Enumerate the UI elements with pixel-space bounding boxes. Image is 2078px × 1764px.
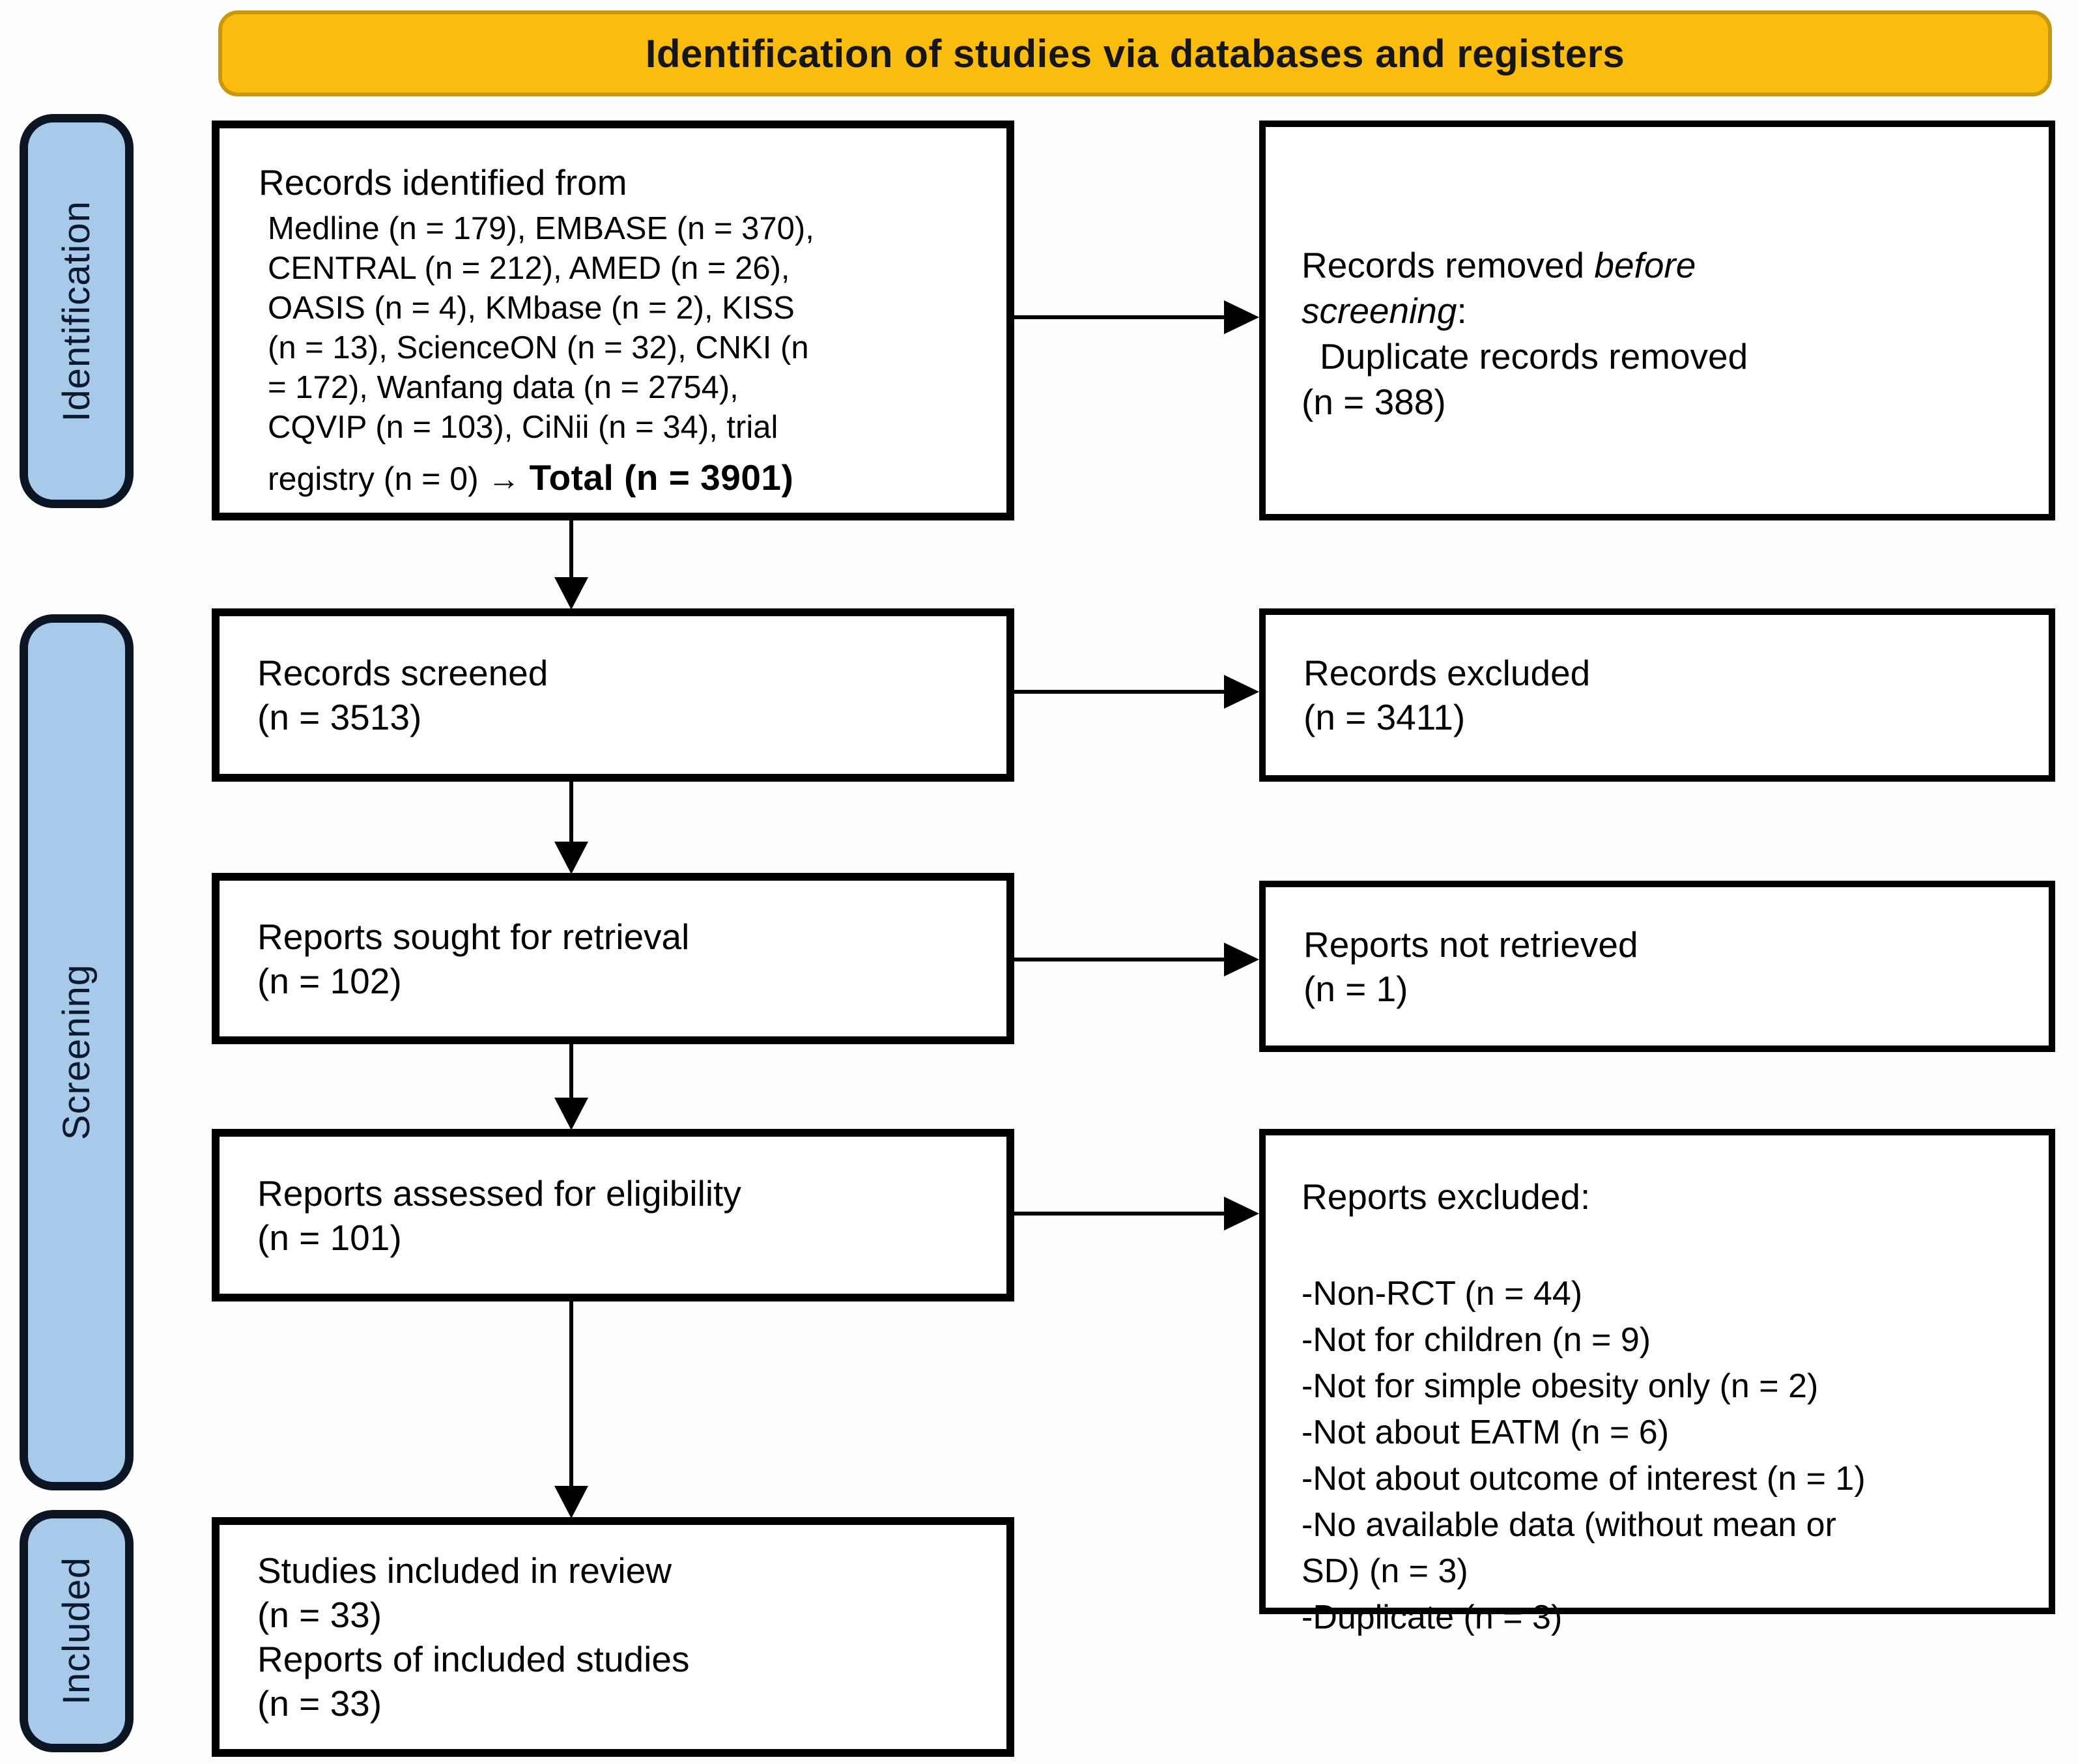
source-line: = 172), Wanfang data (n = 2754),	[268, 370, 739, 405]
arrow-head-down-icon	[554, 577, 588, 610]
total-prefix: registry (n = 0) →	[268, 461, 530, 497]
exclusion-reason-wrap: SD) (n = 3)	[1302, 1552, 1468, 1590]
exclusion-reason: -Non-RCT (n = 44)	[1302, 1275, 1583, 1313]
arrow-shaft	[1014, 958, 1229, 961]
stage-identification: Identification	[20, 114, 134, 508]
arrow-shaft	[1014, 315, 1229, 319]
source-line: (n = 13), ScienceON (n = 32), CNKI (n	[268, 330, 809, 365]
source-line: CENTRAL (n = 212), AMED (n = 26),	[268, 251, 790, 286]
box-records-removed-label-line2: screening:	[1302, 288, 2029, 334]
box-studies-included-label1: Studies included in review	[257, 1550, 672, 1591]
box-reports-not-retrieved-count: (n = 1)	[1303, 968, 1408, 1009]
box-records-removed: Records removed before screening: Duplic…	[1259, 121, 2055, 520]
arrow-head-right-icon	[1224, 1197, 1259, 1231]
box-studies-included-count1: (n = 33)	[257, 1595, 382, 1635]
removed-prefix: Records removed	[1302, 245, 1595, 285]
box-records-screened-count: (n = 3513)	[257, 697, 422, 737]
source-line: CQVIP (n = 103), CiNii (n = 34), trial	[268, 410, 778, 445]
header-banner: Identification of studies via databases …	[218, 10, 2052, 96]
box-reports-assessed-count: (n = 101)	[257, 1217, 402, 1258]
removed-italic1: before	[1594, 245, 1696, 285]
box-reports-not-retrieved-label: Reports not retrieved	[1303, 924, 1638, 965]
source-line: Medline (n = 179), EMBASE (n = 370),	[268, 211, 814, 246]
stage-identification-label: Identification	[55, 200, 98, 422]
box-records-screened-label: Records screened	[257, 653, 548, 693]
box-records-removed-count: (n = 388)	[1302, 382, 1446, 422]
arrow-head-right-icon	[1224, 300, 1259, 334]
arrow-shaft	[569, 782, 573, 844]
exclusion-reason: -Not for children (n = 9)	[1302, 1321, 1651, 1359]
arrow-head-right-icon	[1224, 943, 1259, 976]
arrow-shaft	[569, 1302, 573, 1488]
box-studies-included: Studies included in review (n = 33) Repo…	[212, 1517, 1014, 1757]
box-records-removed-label-line1: Records removed before	[1302, 242, 2029, 288]
box-reports-sought-label: Reports sought for retrieval	[257, 916, 690, 957]
exclusion-reason: -Duplicate (n = 3)	[1302, 1599, 1563, 1636]
box-records-identified-sources: Medline (n = 179), EMBASE (n = 370), CEN…	[259, 209, 997, 499]
removed-italic2: screening	[1302, 291, 1457, 331]
arrow-shaft	[1014, 1212, 1229, 1216]
box-reports-excluded-reasons: -Non-RCT (n = 44) -Not for children (n =…	[1302, 1271, 2023, 1641]
arrow-head-down-icon	[554, 1486, 588, 1518]
box-records-identified-title: Records identified from	[259, 162, 627, 203]
box-studies-included-label2: Reports of included studies	[257, 1639, 690, 1679]
stage-included: Included	[20, 1510, 134, 1752]
arrow-head-right-icon	[1224, 675, 1259, 709]
box-records-identified: Records identified from Medline (n = 179…	[212, 121, 1014, 520]
stage-screening-label: Screening	[55, 964, 98, 1141]
exclusion-reason: -Not for simple obesity only (n = 2)	[1302, 1367, 1819, 1405]
box-records-excluded-count: (n = 3411)	[1303, 697, 1466, 737]
box-studies-included-count2: (n = 33)	[257, 1683, 382, 1724]
source-line-total: registry (n = 0) → Total (n = 3901)	[268, 458, 997, 499]
box-records-screened: Records screened (n = 3513)	[212, 608, 1014, 782]
box-records-excluded-label: Records excluded	[1303, 653, 1591, 693]
box-reports-sought-count: (n = 102)	[257, 960, 402, 1001]
arrow-shaft	[1014, 690, 1229, 694]
box-reports-not-retrieved: Reports not retrieved (n = 1)	[1259, 881, 2055, 1052]
exclusion-reason: -Not about EATM (n = 6)	[1302, 1414, 1670, 1451]
arrow-shaft	[569, 1044, 573, 1100]
box-reports-assessed: Reports assessed for eligibility (n = 10…	[212, 1129, 1014, 1302]
box-records-excluded: Records excluded (n = 3411)	[1259, 608, 2055, 782]
stage-included-label: Included	[55, 1557, 98, 1705]
arrow-head-down-icon	[554, 1098, 588, 1130]
arrow-shaft	[569, 520, 573, 580]
exclusion-reason: -Not about outcome of interest (n = 1)	[1302, 1460, 1866, 1498]
stage-screening: Screening	[20, 614, 134, 1490]
box-records-removed-duplicates: Duplicate records removed	[1320, 336, 1748, 377]
box-reports-assessed-label: Reports assessed for eligibility	[257, 1173, 741, 1214]
total-value: Total (n = 3901)	[529, 457, 794, 498]
box-reports-excluded: Reports excluded: -Non-RCT (n = 44) -Not…	[1259, 1129, 2055, 1636]
box-reports-excluded-title: Reports excluded:	[1302, 1176, 1591, 1217]
box-reports-sought: Reports sought for retrieval (n = 102)	[212, 873, 1014, 1044]
header-banner-title: Identification of studies via databases …	[645, 31, 1625, 76]
removed-suffix: :	[1457, 291, 1467, 331]
source-line: OASIS (n = 4), KMbase (n = 2), KISS	[268, 291, 795, 326]
exclusion-reason: -No available data (without mean or	[1302, 1506, 1836, 1544]
arrow-head-down-icon	[554, 842, 588, 874]
